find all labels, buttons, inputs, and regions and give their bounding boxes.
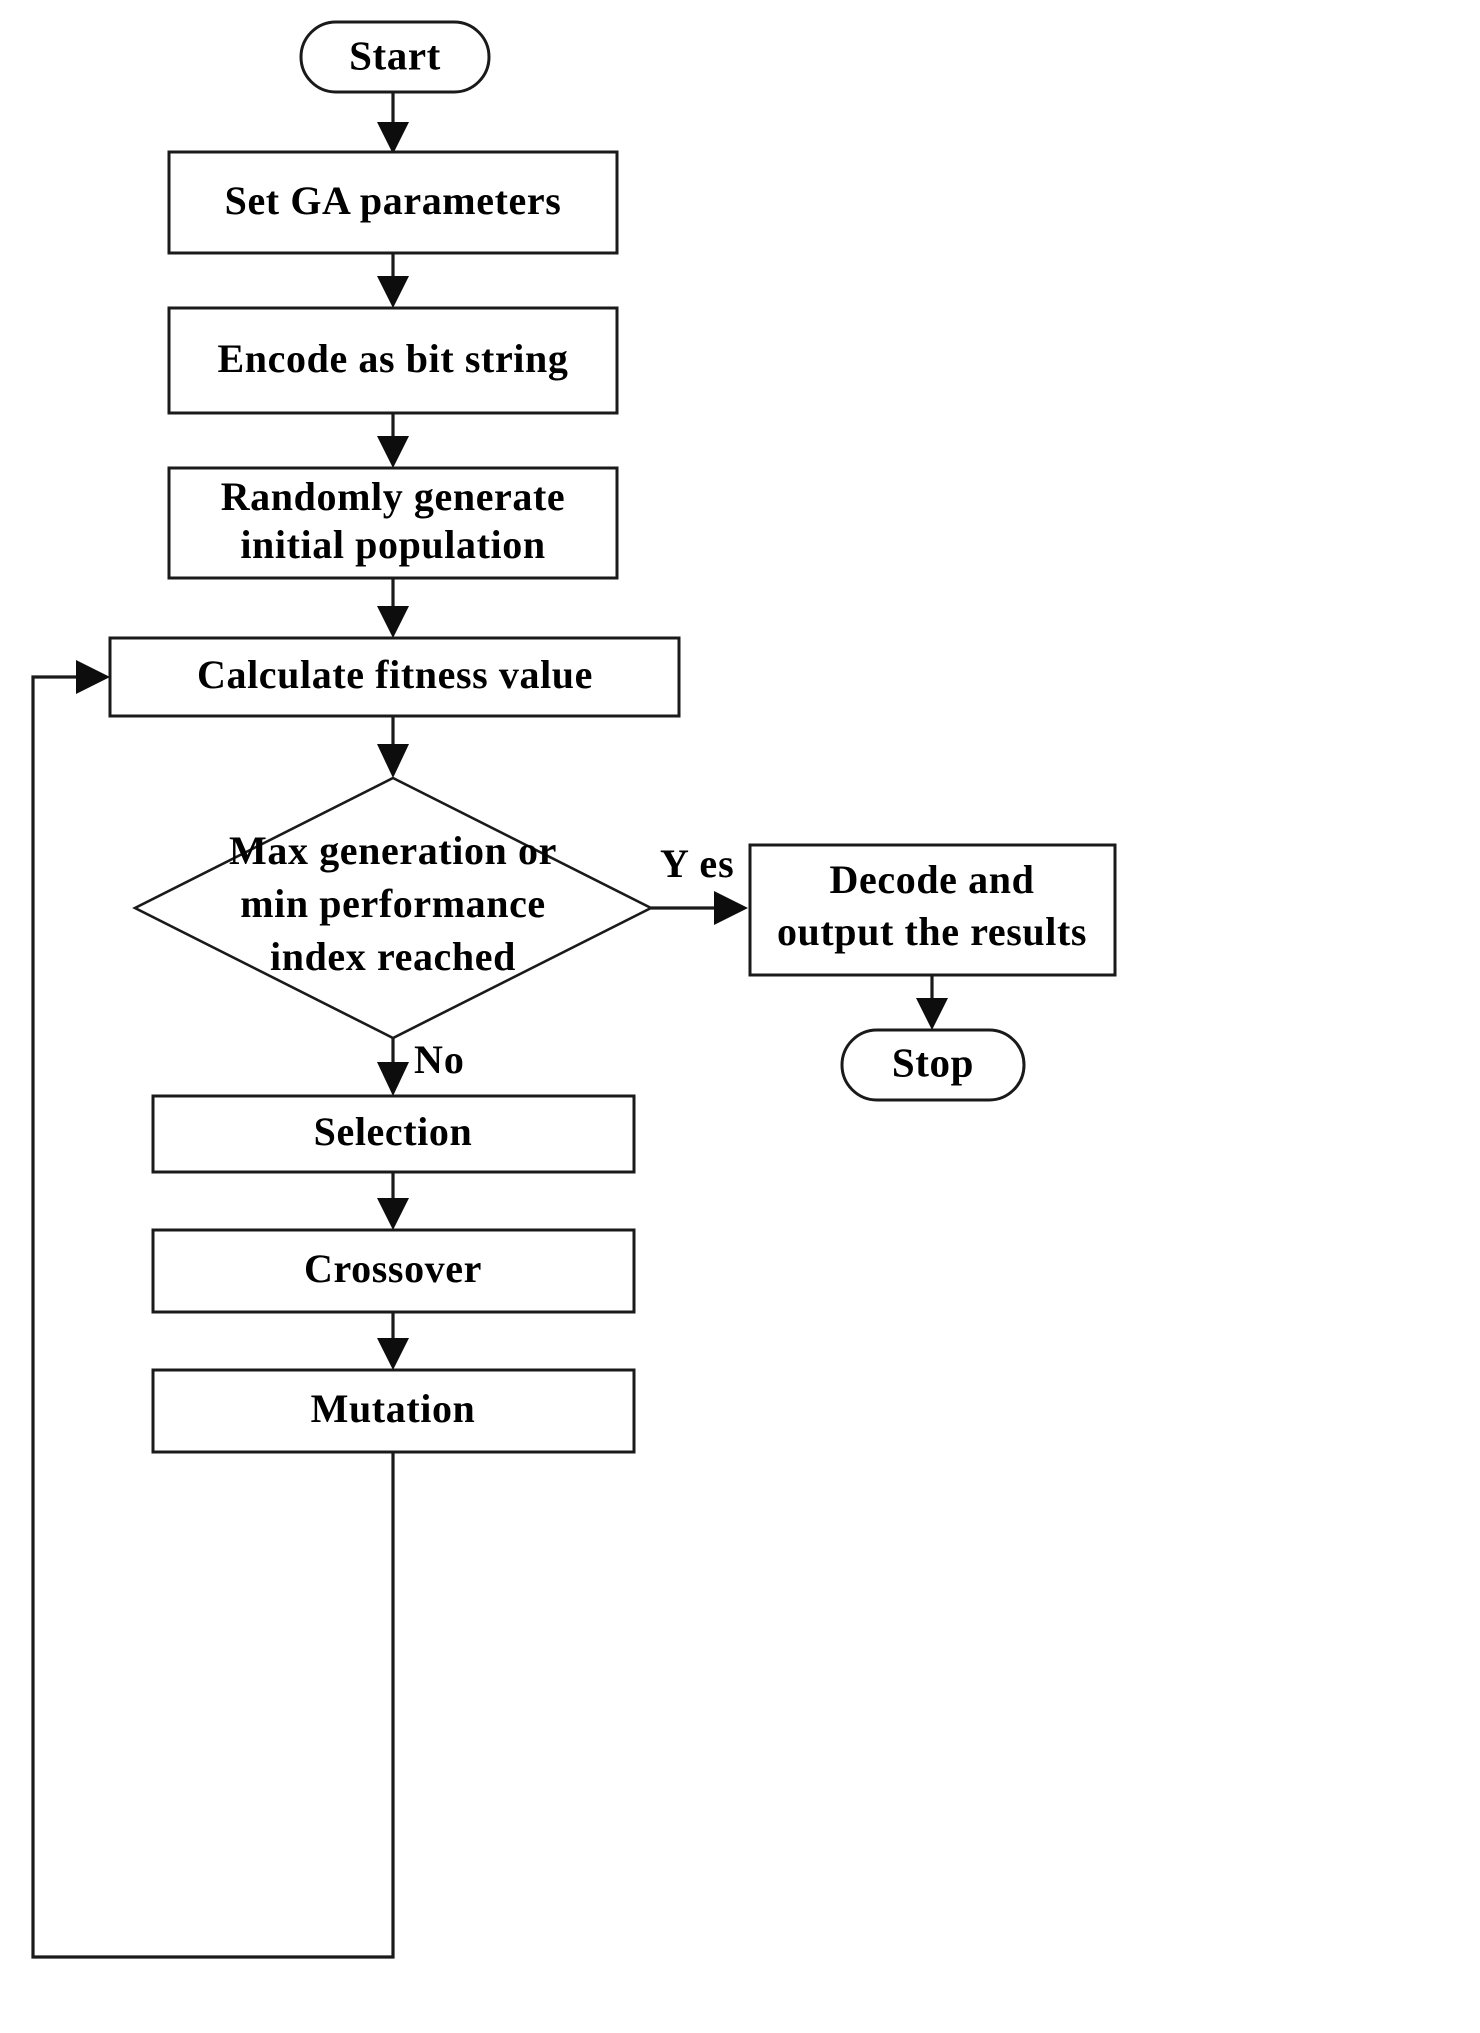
- node-crossover-label: Crossover: [304, 1246, 482, 1291]
- edge-label-no: No: [414, 1037, 465, 1082]
- node-start-label: Start: [349, 32, 441, 78]
- edge-decision-yes-to-decode: [651, 891, 748, 925]
- edge-crossover-to-mutation: [377, 1312, 409, 1370]
- node-set-ga-parameters[interactable]: Set GA parameters: [167, 150, 619, 255]
- edge-calc-fitness-to-decision: [377, 716, 409, 778]
- node-stop-label: Stop: [892, 1039, 974, 1085]
- node-calculate-fitness-value-label: Calculate fitness value: [197, 652, 593, 697]
- node-decision-label-line3: index reached: [270, 934, 516, 979]
- node-decode-and-output-results[interactable]: Decode and output the results: [748, 843, 1117, 977]
- node-selection[interactable]: Selection: [151, 1094, 636, 1174]
- node-randomly-generate-label-line1: Randomly generate: [221, 474, 566, 519]
- edge-encode-to-random-init: [377, 413, 409, 468]
- node-decision-termination[interactable]: Max generation or min performance index …: [132, 776, 654, 1040]
- edge-selection-to-crossover: [377, 1172, 409, 1230]
- node-decode-label-line2: output the results: [777, 909, 1087, 954]
- node-randomly-generate-initial-population[interactable]: Randomly generate initial population: [167, 466, 619, 580]
- node-crossover[interactable]: Crossover: [151, 1228, 636, 1314]
- node-calculate-fitness-value[interactable]: Calculate fitness value: [108, 636, 681, 718]
- edge-label-yes: Y es: [660, 841, 735, 886]
- edge-random-init-to-calc-fitness: [377, 578, 409, 638]
- node-set-ga-parameters-label: Set GA parameters: [225, 178, 562, 223]
- edge-decode-to-stop: [916, 975, 948, 1030]
- node-mutation-label: Mutation: [311, 1386, 476, 1431]
- node-randomly-generate-label-line2: initial population: [240, 522, 545, 567]
- node-encode-as-bit-string[interactable]: Encode as bit string: [167, 306, 619, 415]
- node-mutation[interactable]: Mutation: [151, 1368, 636, 1454]
- node-decision-label-line2: min performance: [240, 881, 546, 926]
- node-encode-as-bit-string-label: Encode as bit string: [218, 336, 569, 381]
- node-start[interactable]: Start: [299, 20, 491, 94]
- node-stop[interactable]: Stop: [840, 1028, 1026, 1102]
- edge-mutation-feedback-loop: [31, 660, 395, 1959]
- edge-set-params-to-encode: [377, 253, 409, 308]
- node-selection-label: Selection: [314, 1109, 473, 1154]
- edge-start-to-set-params: [377, 92, 409, 154]
- node-decision-label-line1: Max generation or: [229, 828, 557, 873]
- node-decode-label-line1: Decode and: [830, 857, 1035, 902]
